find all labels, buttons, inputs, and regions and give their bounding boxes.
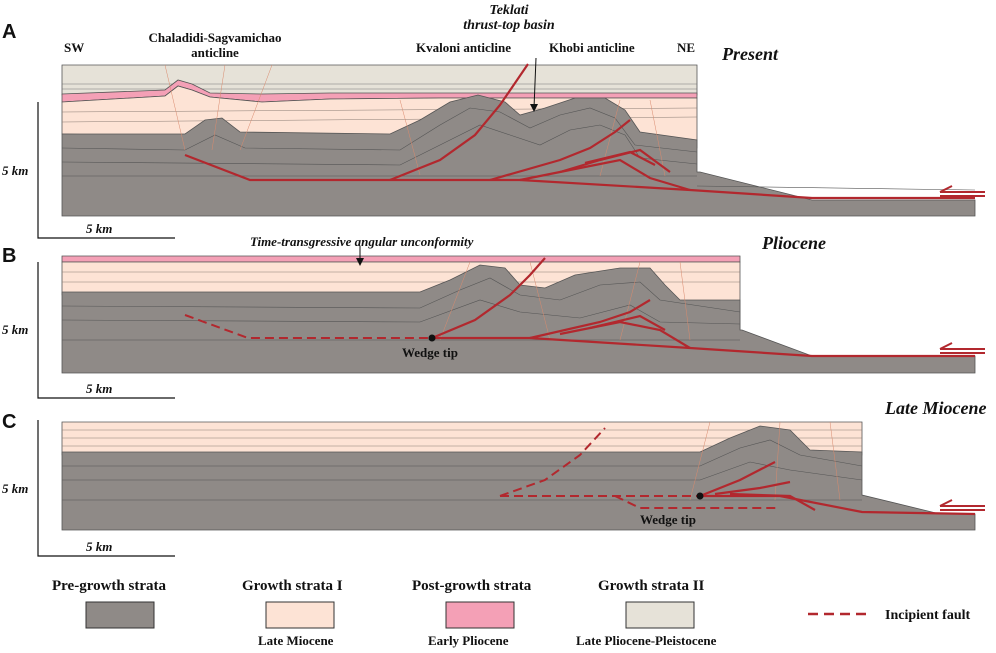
- teklati-label: Teklati: [489, 3, 528, 18]
- chaladidi-label: Chaladidi-Sagvamichao: [149, 30, 282, 45]
- legend-post-growth-sub: Early Pliocene: [428, 633, 509, 648]
- chaladidi-label-2: anticline: [191, 45, 239, 60]
- kvaloni-label: Kvaloni anticline: [416, 40, 511, 55]
- legend-growth2-sub: Late Pliocene-Pleistocene: [576, 633, 717, 648]
- kvaloni-thrust: [431, 257, 546, 340]
- khobi-thrust-splays: [489, 119, 631, 182]
- wedge-tip-marker: [428, 334, 436, 342]
- post-growth-strata-layer: [61, 255, 741, 263]
- stage-label: Late Miocene: [884, 398, 986, 418]
- legend-growth2-title: Growth strata II: [598, 578, 705, 594]
- legend-swatch-post-growth: [445, 601, 515, 629]
- ne-label: NE: [677, 40, 695, 55]
- legend-swatch-growth2: [625, 601, 695, 629]
- teklati-label-2: thrust-top basin: [463, 18, 555, 33]
- legend-incipient-label: Incipient fault: [885, 608, 971, 623]
- detachment-fault: [700, 494, 976, 516]
- legend: Pre-growth strata Growth strata I Late M…: [52, 578, 971, 648]
- incipient-fault: [184, 314, 432, 339]
- horizontal-scale-label: 5 km: [86, 221, 112, 236]
- wedge-tip-label: Wedge tip: [640, 512, 696, 527]
- panel-b: B Time-transgressive angular unconformit…: [2, 233, 985, 399]
- stage-label: Pliocene: [761, 233, 826, 253]
- khobi-label: Khobi anticline: [549, 40, 635, 55]
- thrust-arrow-icon: [939, 342, 985, 354]
- pre-growth-strata-layer: [61, 94, 976, 217]
- sw-label: SW: [64, 40, 84, 55]
- panel-letter: B: [2, 245, 16, 267]
- panel-letter: C: [2, 411, 16, 433]
- scale-bar: [37, 102, 175, 239]
- horizontal-scale-label: 5 km: [86, 381, 112, 396]
- vertical-scale-label: 5 km: [2, 322, 28, 337]
- scale-bar: [37, 262, 175, 399]
- legend-growth1-title: Growth strata I: [242, 578, 343, 594]
- panel-c: C Late Miocene Wedge tip 5 km 5 km: [2, 398, 986, 557]
- pre-growth-strata-layer: [61, 425, 976, 531]
- panel-letter: A: [2, 21, 16, 43]
- legend-post-growth-title: Post-growth strata: [412, 578, 532, 594]
- wedge-tip-label: Wedge tip: [402, 345, 458, 360]
- stage-label: Present: [721, 44, 779, 64]
- kvaloni-thrust: [389, 63, 529, 182]
- scale-bar: [37, 420, 175, 557]
- thrust-arrow-icon: [939, 499, 985, 511]
- horizontal-scale-label: 5 km: [86, 539, 112, 554]
- wedge-tip-marker: [696, 492, 704, 500]
- legend-swatch-pre-growth: [85, 601, 155, 629]
- legend-growth1-sub: Late Miocene: [258, 633, 334, 648]
- vertical-scale-label: 5 km: [2, 163, 28, 178]
- panel-a: A SW Chaladidi-Sagvamichao anticline Kva…: [2, 3, 985, 239]
- unconformity-label: Time-transgressive angular unconformity: [250, 234, 474, 249]
- legend-pre-growth-title: Pre-growth strata: [52, 578, 166, 594]
- thrust-arrow-icon: [939, 185, 985, 197]
- legend-swatch-growth1: [265, 601, 335, 629]
- vertical-scale-label: 5 km: [2, 481, 28, 496]
